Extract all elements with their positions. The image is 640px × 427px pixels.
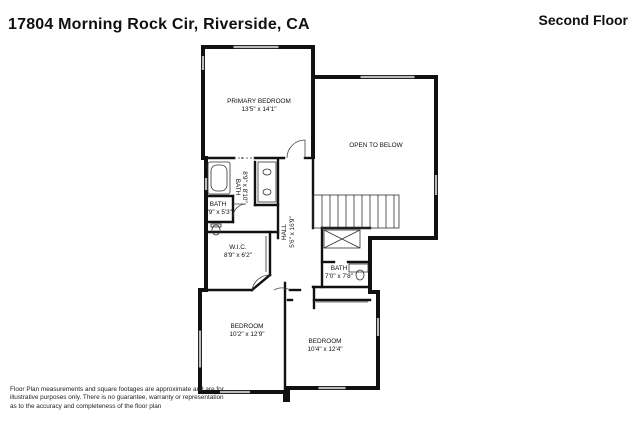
room-name-bath-primary: BATH [234, 179, 241, 196]
property-address: 17804 Morning Rock Cir, Riverside, CA [8, 16, 310, 33]
disclaimer-text: Floor Plan measurements and square foota… [10, 386, 224, 410]
room-dims-bath-primary: 8'9" x 8'10" [241, 171, 248, 203]
floor-label: Second Floor [538, 12, 628, 28]
room-name-bedroom-left: BEDROOM [230, 323, 263, 330]
doors [232, 139, 368, 303]
room-dims-bath-small: 3'9" x 5'3" [204, 209, 232, 216]
stairs [312, 194, 400, 229]
room-name-hall: HALL [281, 224, 288, 240]
room-dims-bath-second: 7'0" x 7'8" [325, 273, 353, 280]
room-name-bath-small: BATH [210, 201, 227, 208]
room-name-wic: W.I.C. [229, 244, 247, 251]
room-name-open-to-below: OPEN TO BELOW [349, 142, 403, 149]
room-name-bath-second: BATH [331, 265, 348, 272]
windows [198, 45, 438, 394]
room-dims-bedroom-left: 10'2" x 12'9" [229, 331, 264, 338]
room-dims-bedroom-right: 10'4" x 12'4" [307, 346, 342, 353]
room-dims-hall: 5'6" x 16'9" [289, 216, 296, 248]
room-dims-primary-bedroom: 13'5" x 14'1" [241, 106, 276, 113]
room-dims-wic: 8'9" x 6'2" [224, 252, 252, 259]
room-name-primary-bedroom: PRIMARY BEDROOM [227, 98, 291, 105]
room-name-bedroom-right: BEDROOM [308, 338, 341, 345]
fixtures [207, 161, 369, 281]
